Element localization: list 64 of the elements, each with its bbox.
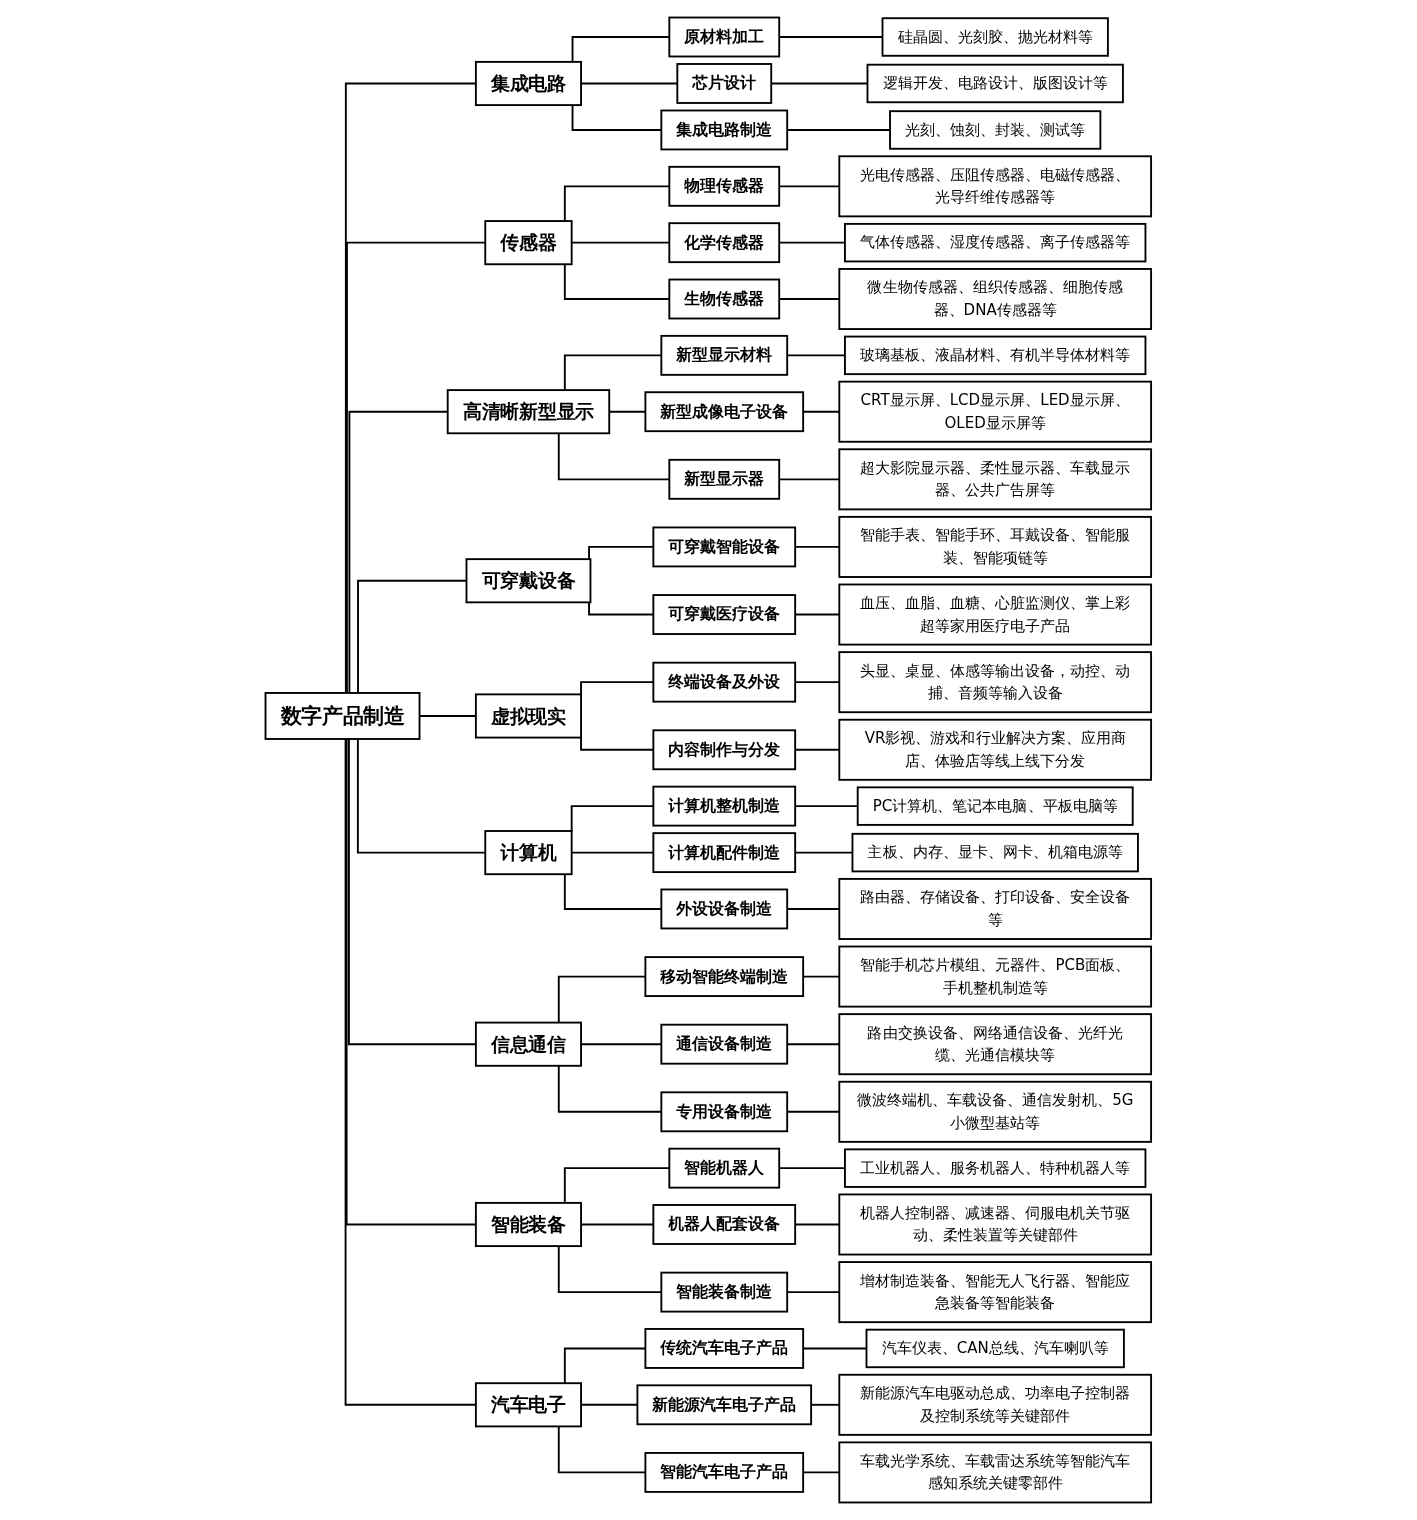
node-box: 终端设备及外设 (652, 661, 797, 703)
node-box: 信息通信 (475, 1021, 583, 1067)
node-box: 生物传感器 (668, 278, 781, 320)
node-box: 智能手机芯片模组、元器件、PCB面板、手机整机制造等 (838, 945, 1153, 1008)
node-box: 原材料加工 (668, 16, 781, 58)
connector (345, 738, 477, 1226)
node-box: 内容制作与分发 (652, 729, 797, 771)
node-box: 逻辑开发、电路设计、版图设计等 (866, 63, 1125, 104)
node-box: 智能汽车电子产品 (644, 1452, 805, 1493)
node-box: 主板、内存、显卡、网卡、机箱电源等 (851, 832, 1140, 873)
node-box: 头显、桌显、体感等输出设备，动控、动捕、音频等输入设备 (838, 651, 1153, 714)
node-box: CRT显示屏、LCD显示屏、LED显示屏、OLED显示屏等 (838, 380, 1153, 443)
node-box: 可穿戴设备 (465, 558, 592, 604)
node-box: 气体传感器、湿度传感器、离子传感器等 (844, 222, 1147, 263)
node-box: 物理传感器 (668, 165, 781, 207)
node-box: 增材制造装备、智能无人飞行器、智能应急装备等智能装备 (838, 1261, 1153, 1324)
node-box: 新能源汽车电子产品 (636, 1384, 813, 1426)
node-box: 移动智能终端制造 (644, 956, 805, 997)
node-box: 专用设备制造 (660, 1091, 789, 1133)
node-box: 智能装备制造 (660, 1271, 789, 1313)
connector (348, 738, 477, 1046)
node-box: 化学传感器 (668, 222, 781, 264)
node-box: 通信设备制造 (660, 1023, 789, 1065)
node-box: 智能机器人 (668, 1147, 781, 1189)
node-box: 数字产品制造 (264, 692, 421, 740)
node-box: 机器人配套设备 (652, 1204, 797, 1245)
node-box: 传统汽车电子产品 (644, 1328, 805, 1369)
connector (345, 82, 477, 694)
node-box: 机器人控制器、减速器、伺服电机关节驱动、柔性装置等关键部件 (838, 1193, 1153, 1256)
node-box: 新型显示器 (668, 458, 781, 500)
node-box: PC计算机、笔记本电脑、平板电脑等 (856, 786, 1134, 826)
node-box: 新能源汽车电驱动总成、功率电子控制器及控制系统等关键部件 (838, 1373, 1153, 1436)
node-box: 智能装备 (475, 1201, 583, 1248)
node-box: 工业机器人、服务机器人、特种机器人等 (844, 1148, 1147, 1188)
node-box: 计算机配件制造 (652, 832, 797, 874)
node-box: 硅晶圆、光刻胶、抛光材料等 (881, 17, 1109, 57)
node-box: 传感器 (484, 220, 573, 266)
node-box: 集成电路 (475, 60, 583, 106)
node-box: 汽车电子 (475, 1382, 583, 1428)
node-box: 超大影院显示器、柔性显示器、车载显示器、公共广告屏等 (838, 448, 1153, 511)
node-box: 集成电路制造 (660, 109, 789, 151)
node-box: 路由交换设备、网络通信设备、光纤光缆、光通信模块等 (838, 1013, 1153, 1076)
node-box: 光电传感器、压阻传感器、电磁传感器、光导纤维传感器等 (838, 155, 1153, 218)
node-box: 血压、血脂、血糖、心脏监测仪、掌上彩超等家用医疗电子产品 (838, 583, 1153, 646)
node-box: 光刻、蚀刻、封装、测试等 (889, 110, 1102, 150)
node-box: 车载光学系统、车载雷达系统等智能汽车感知系统关键零部件 (838, 1441, 1153, 1504)
node-box: 玻璃基板、液晶材料、有机半导体材料等 (844, 335, 1147, 376)
node-box: 外设设备制造 (660, 888, 789, 930)
node-box: 计算机整机制造 (652, 785, 797, 827)
node-box: 汽车仪表、CAN总线、汽车喇叭等 (865, 1328, 1126, 1369)
node-box: 新型成像电子设备 (644, 391, 805, 433)
node-box: 可穿戴智能设备 (652, 526, 797, 568)
node-box: 新型显示材料 (660, 334, 789, 376)
node-box: 路由器、存储设备、打印设备、安全设备等 (838, 877, 1153, 940)
node-box: 高清晰新型显示 (446, 389, 611, 435)
node-box: 微波终端机、车载设备、通信发射机、5G小微型基站等 (838, 1080, 1153, 1143)
node-box: VR影视、游戏和行业解决方案、应用商店、体验店等线上线下分发 (838, 718, 1153, 781)
connector (344, 738, 477, 1406)
node-box: 计算机 (484, 830, 573, 876)
node-box: 芯片设计 (676, 63, 773, 104)
node-box: 虚拟现实 (475, 693, 583, 739)
node-box: 微生物传感器、组织传感器、细胞传感器、DNA传感器等 (838, 268, 1153, 330)
node-box: 智能手表、智能手环、耳戴设备、智能服装、智能项链等 (838, 515, 1153, 578)
node-box: 可穿戴医疗设备 (652, 594, 797, 635)
